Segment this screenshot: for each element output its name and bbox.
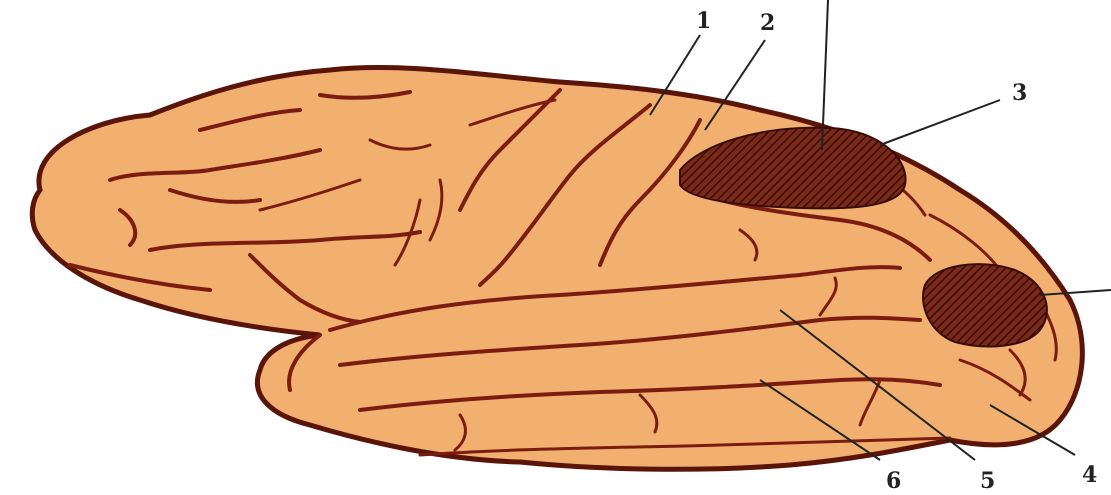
label-1: 1: [696, 8, 711, 34]
label-3: 3: [1012, 80, 1027, 106]
leader-line-3: [880, 100, 1000, 145]
label-5: 5: [980, 468, 995, 494]
label-6: 6: [886, 468, 901, 494]
label-4: 4: [1082, 462, 1097, 488]
label-2: 2: [760, 10, 775, 36]
posterior-hatched-area: [923, 264, 1047, 346]
